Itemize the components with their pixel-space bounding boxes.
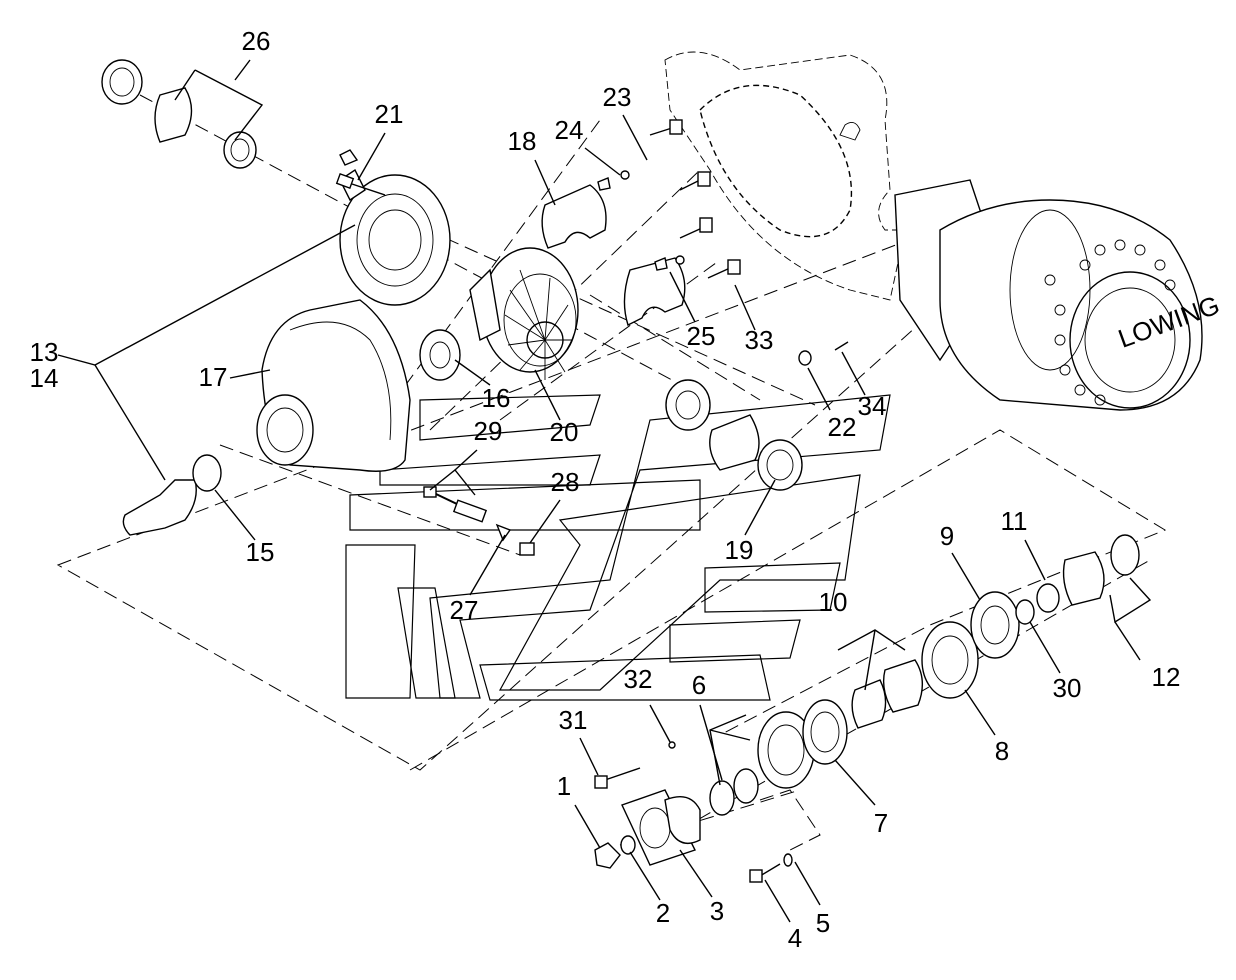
callout-15: 15 — [246, 537, 275, 567]
callout-34: 34 — [858, 391, 887, 421]
callout-2: 2 — [656, 898, 670, 928]
axle-housing: LOWING — [664, 51, 1223, 411]
callout-25: 25 — [687, 321, 716, 351]
callout-17: 17 — [199, 362, 228, 392]
bolt-21 — [335, 173, 386, 196]
callout-21: 21 — [375, 99, 404, 129]
callout-14: 14 — [30, 363, 59, 393]
pinion-shaft — [122, 454, 222, 536]
callout-8: 8 — [995, 736, 1009, 766]
callout-13: 13 — [30, 337, 59, 367]
pin-set — [423, 486, 535, 556]
callout-11: 11 — [1001, 506, 1028, 536]
callout-12: 12 — [1152, 662, 1181, 692]
callout-26: 26 — [242, 26, 271, 56]
bolts-23-33 — [597, 119, 741, 279]
callout-27: 27 — [450, 595, 479, 625]
differential-case — [469, 247, 579, 380]
callout-23: 23 — [603, 82, 632, 112]
callout-labels: 1 2 3 4 5 6 7 8 9 10 11 12 13 14 15 16 1… — [30, 26, 1181, 953]
input-flange-assembly — [594, 534, 1140, 883]
callout-5: 5 — [816, 908, 830, 938]
watermark — [345, 394, 891, 701]
callout-31: 31 — [559, 705, 588, 735]
callout-1: 1 — [557, 771, 571, 801]
callout-6: 6 — [692, 670, 706, 700]
callout-16: 16 — [482, 383, 511, 413]
callout-20: 20 — [550, 417, 579, 447]
callout-9: 9 — [940, 521, 954, 551]
callout-18: 18 — [508, 126, 537, 156]
callout-24: 24 — [555, 115, 584, 145]
leader-lines — [57, 59, 1152, 923]
callout-19: 19 — [725, 535, 754, 565]
callout-22: 22 — [828, 412, 857, 442]
callout-28: 28 — [551, 467, 580, 497]
bearing-16 — [419, 329, 461, 381]
callout-30: 30 — [1053, 673, 1082, 703]
callout-32: 32 — [624, 664, 653, 694]
callout-4: 4 — [788, 923, 802, 953]
bearing-set-26 — [101, 59, 257, 169]
ring-gear — [339, 149, 451, 306]
bearing-19 — [665, 341, 849, 491]
callout-10: 10 — [819, 587, 848, 617]
callout-7: 7 — [874, 808, 888, 838]
bearing-caps — [541, 184, 686, 326]
callout-29: 29 — [474, 416, 503, 446]
carrier-housing — [256, 299, 411, 472]
callout-3: 3 — [710, 896, 724, 926]
callout-33: 33 — [745, 325, 774, 355]
